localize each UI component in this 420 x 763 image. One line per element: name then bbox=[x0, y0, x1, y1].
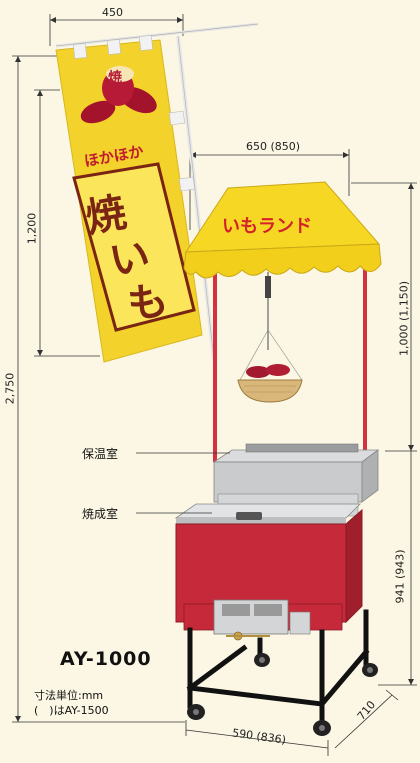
dim-canopy-width: 650 (850) bbox=[246, 140, 301, 153]
flag-main-char-1: 焼 bbox=[82, 190, 129, 242]
flag-main-char-3: も bbox=[124, 277, 171, 329]
unit-note-line-2: ( )はAY-1500 bbox=[34, 704, 109, 717]
dim-flag-width: 450 bbox=[102, 6, 123, 19]
label-warming-chamber: 保温室 bbox=[82, 447, 119, 461]
flag-main-char-2: い bbox=[106, 233, 153, 285]
dim-canopy-height: 1,000 (1,150) bbox=[397, 280, 411, 357]
dim-body-height: 941 (943) bbox=[393, 549, 407, 604]
unit-note-line-1: 寸法単位:mm bbox=[34, 689, 104, 702]
unit-note: 寸法単位:mm ( )はAY-1500 bbox=[34, 688, 109, 718]
flag-logo-char: 焼 bbox=[108, 69, 122, 86]
dim-total-height: 2,750 bbox=[3, 372, 17, 405]
dim-flag-height: 1,200 bbox=[25, 212, 39, 245]
label-baking-chamber: 焼成室 bbox=[82, 507, 119, 521]
canopy-text: いもランド bbox=[222, 216, 312, 237]
model-name: AY-1000 bbox=[60, 648, 152, 670]
